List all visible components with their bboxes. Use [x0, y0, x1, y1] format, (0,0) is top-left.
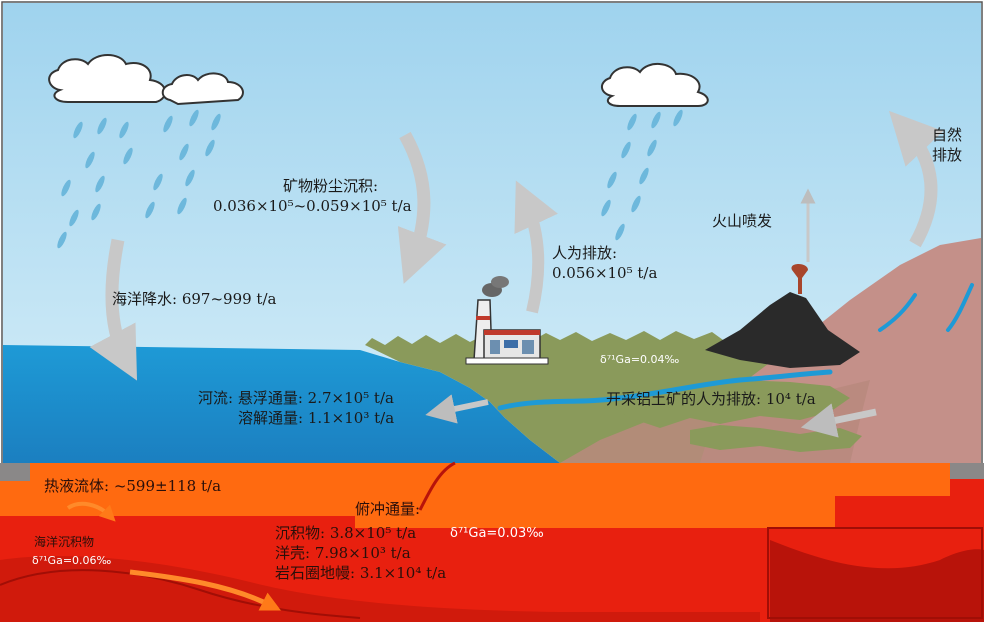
- natural-emission-arrow: [889, 110, 944, 248]
- ocean-precip-arrow: [89, 238, 138, 381]
- label-ocean-delta: δ⁷¹Ga=0.03‰: [450, 526, 544, 541]
- orange-subduct-band: [0, 496, 835, 516]
- right-panel-frame: [767, 527, 983, 619]
- gray-strip-left: [0, 463, 30, 481]
- label-marine-sediment: 海洋沉积物: [34, 534, 94, 549]
- label-human-title: 人为排放:: [552, 244, 617, 262]
- label-subduct-mantle: 岩石圈地幔: 3.1×10⁴ t/a: [275, 564, 446, 582]
- label-sediment-delta: δ⁷¹Ga=0.06‰: [32, 554, 112, 567]
- label-bauxite: 开采铝土矿的人为排放: 10⁴ t/a: [606, 390, 816, 408]
- label-river-dissolved: 溶解通量: 1.1×10³ t/a: [238, 409, 394, 427]
- volcano-icon: [705, 264, 860, 368]
- human-emission-arrow: [514, 180, 558, 314]
- raindrops-right: [601, 109, 683, 241]
- label-subduct-title: 俯冲通量:: [355, 500, 420, 518]
- label-natural-1: 自然: [932, 126, 962, 144]
- river-flux-arrow: [425, 394, 489, 424]
- dust-arrow: [397, 131, 447, 284]
- label-subduct-crust: 洋壳: 7.98×10³ t/a: [275, 544, 411, 562]
- factory-icon: [465, 276, 549, 365]
- ocean: [3, 345, 560, 463]
- mantle-curve: [0, 569, 361, 619]
- label-land-delta: δ⁷¹Ga=0.04‰: [600, 353, 680, 366]
- slab-dark-right: [770, 540, 984, 622]
- sediment-arrow: [66, 501, 116, 522]
- bauxite-arrow: [800, 403, 877, 438]
- hydrothermal-band: [0, 463, 950, 496]
- cloud-rain-icon: [48, 54, 244, 106]
- cloud-rain-icon: [601, 63, 709, 107]
- mountain-stream-1: [878, 293, 917, 332]
- slab: [0, 555, 760, 622]
- raindrops-left: [57, 109, 221, 249]
- gray-strip-right: [950, 463, 984, 479]
- label-human-value: 0.056×10⁵ t/a: [552, 264, 657, 282]
- seafloor-crack: [418, 461, 456, 511]
- label-volcano: 火山喷发: [712, 212, 772, 230]
- subduct-arrow: [129, 569, 281, 611]
- label-subduct-sediment: 沉积物: 3.8×10⁵ t/a: [275, 524, 416, 542]
- label-natural-2: 排放: [932, 146, 962, 164]
- label-river-suspended: 河流: 悬浮通量: 2.7×10⁵ t/a: [198, 389, 394, 407]
- label-dust-value: 0.036×10⁵~0.059×10⁵ t/a: [213, 197, 412, 215]
- mountain-stream-2: [946, 283, 974, 332]
- label-dust-title: 矿物粉尘沉积:: [283, 177, 378, 195]
- orange-subduct-band-2: [355, 514, 835, 528]
- river: [497, 369, 833, 411]
- label-ocean-precip: 海洋降水: 697~999 t/a: [112, 290, 277, 308]
- label-hydrothermal: 热液流体: ~599±118 t/a: [44, 477, 221, 495]
